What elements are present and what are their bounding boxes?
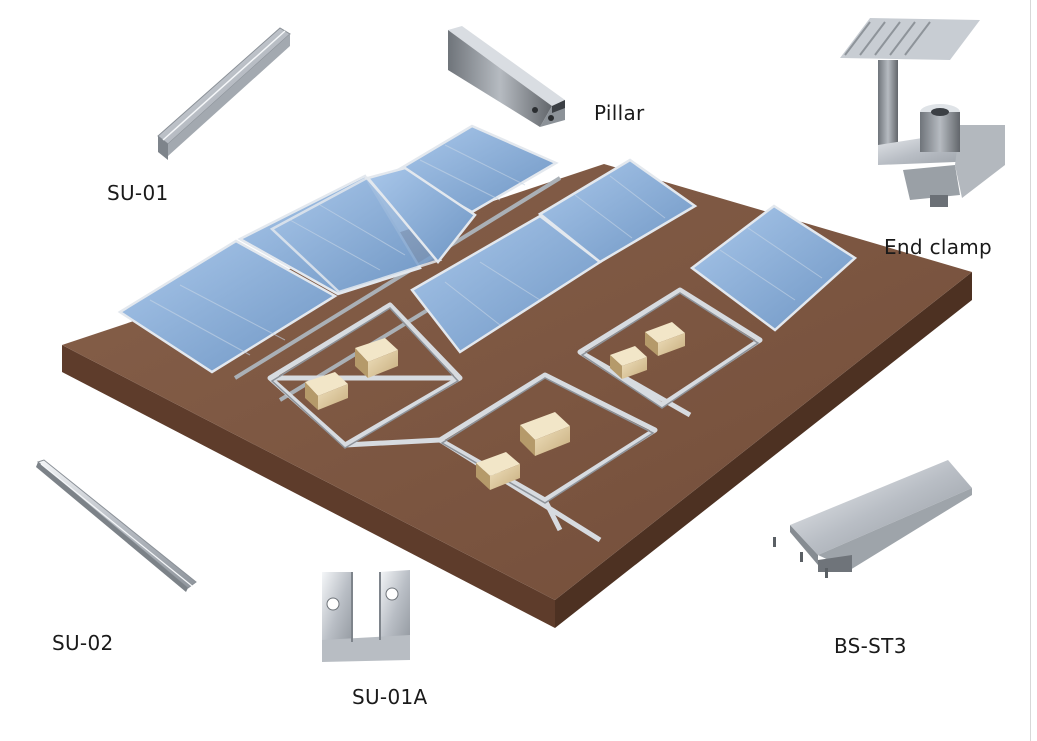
label-su-01: SU-01 [107,181,169,205]
solar-panel [117,239,338,374]
ballast-block [355,338,398,378]
ballast-block [305,372,348,410]
bs-st3-screws [773,537,828,578]
ballast-block [610,346,647,379]
su-02-rail-image [36,459,197,592]
solar-panel [689,204,858,332]
label-pillar: Pillar [594,101,645,125]
solar-panel [365,166,477,264]
end-clamp-image [840,18,1005,207]
panel-row-back [117,124,602,402]
roof-side-left [62,345,555,628]
cell-grid [444,175,823,326]
bs-st3-plate-image [773,460,972,578]
solar-panel [537,158,698,264]
label-su-02: SU-02 [52,631,114,655]
su-01a-bracket-image [322,570,410,662]
ballast-block [645,322,685,356]
panel-row-front [410,158,858,354]
ballast-block [476,452,520,490]
page-edge-divider [1030,0,1031,741]
mounting-frames-shadow [270,292,760,504]
label-bs-st3: BS-ST3 [834,634,907,658]
ballast-blocks [305,322,685,490]
su-01-rail-image [157,27,291,160]
label-su-01a: SU-01A [352,685,428,709]
ballast-block [520,412,570,456]
triangle-frame [577,287,763,408]
label-end-clamp: End clamp [884,235,993,259]
pillar-image [448,26,565,127]
roof-side-right [555,272,972,628]
cell-grid [149,144,526,356]
end-clamp-ridges [844,21,931,56]
